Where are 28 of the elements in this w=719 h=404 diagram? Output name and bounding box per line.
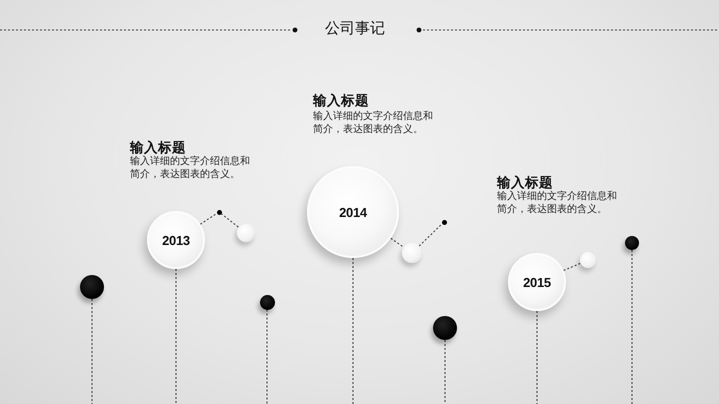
small-dot <box>216 210 222 214</box>
dotted-line <box>563 262 582 271</box>
dotted-line <box>266 309 268 404</box>
small-circle <box>580 252 596 268</box>
title: 公司事记 <box>325 19 385 37</box>
dot-marker <box>80 275 104 299</box>
description: 输入详细的文字介绍信息和简介，表达图表的含义。 <box>130 156 251 181</box>
heading: 输入标题 <box>497 176 553 191</box>
dotted-line <box>390 238 404 248</box>
dot-marker <box>433 316 457 340</box>
heading: 输入标题 <box>313 94 369 109</box>
dotted-line <box>444 340 446 404</box>
dotted-line <box>418 223 443 246</box>
small-circle <box>237 224 255 242</box>
year-circle: 2014 <box>307 166 399 258</box>
dotted-line <box>536 310 538 404</box>
heading: 输入标题 <box>130 141 186 156</box>
description: 输入详细的文字介绍信息和简介，表达图表的含义。 <box>497 191 618 216</box>
dotted-line <box>352 258 354 404</box>
description: 输入详细的文字介绍信息和简介，表达图表的含义。 <box>313 111 434 136</box>
dotted-line <box>200 212 218 225</box>
dot-marker <box>260 294 274 310</box>
dot-marker <box>625 236 639 250</box>
year-circle: 2015 <box>508 253 566 311</box>
small-dot <box>442 220 446 224</box>
small-circle <box>402 243 422 263</box>
dotted-line <box>220 213 240 228</box>
year-circle: 2013 <box>147 211 205 269</box>
